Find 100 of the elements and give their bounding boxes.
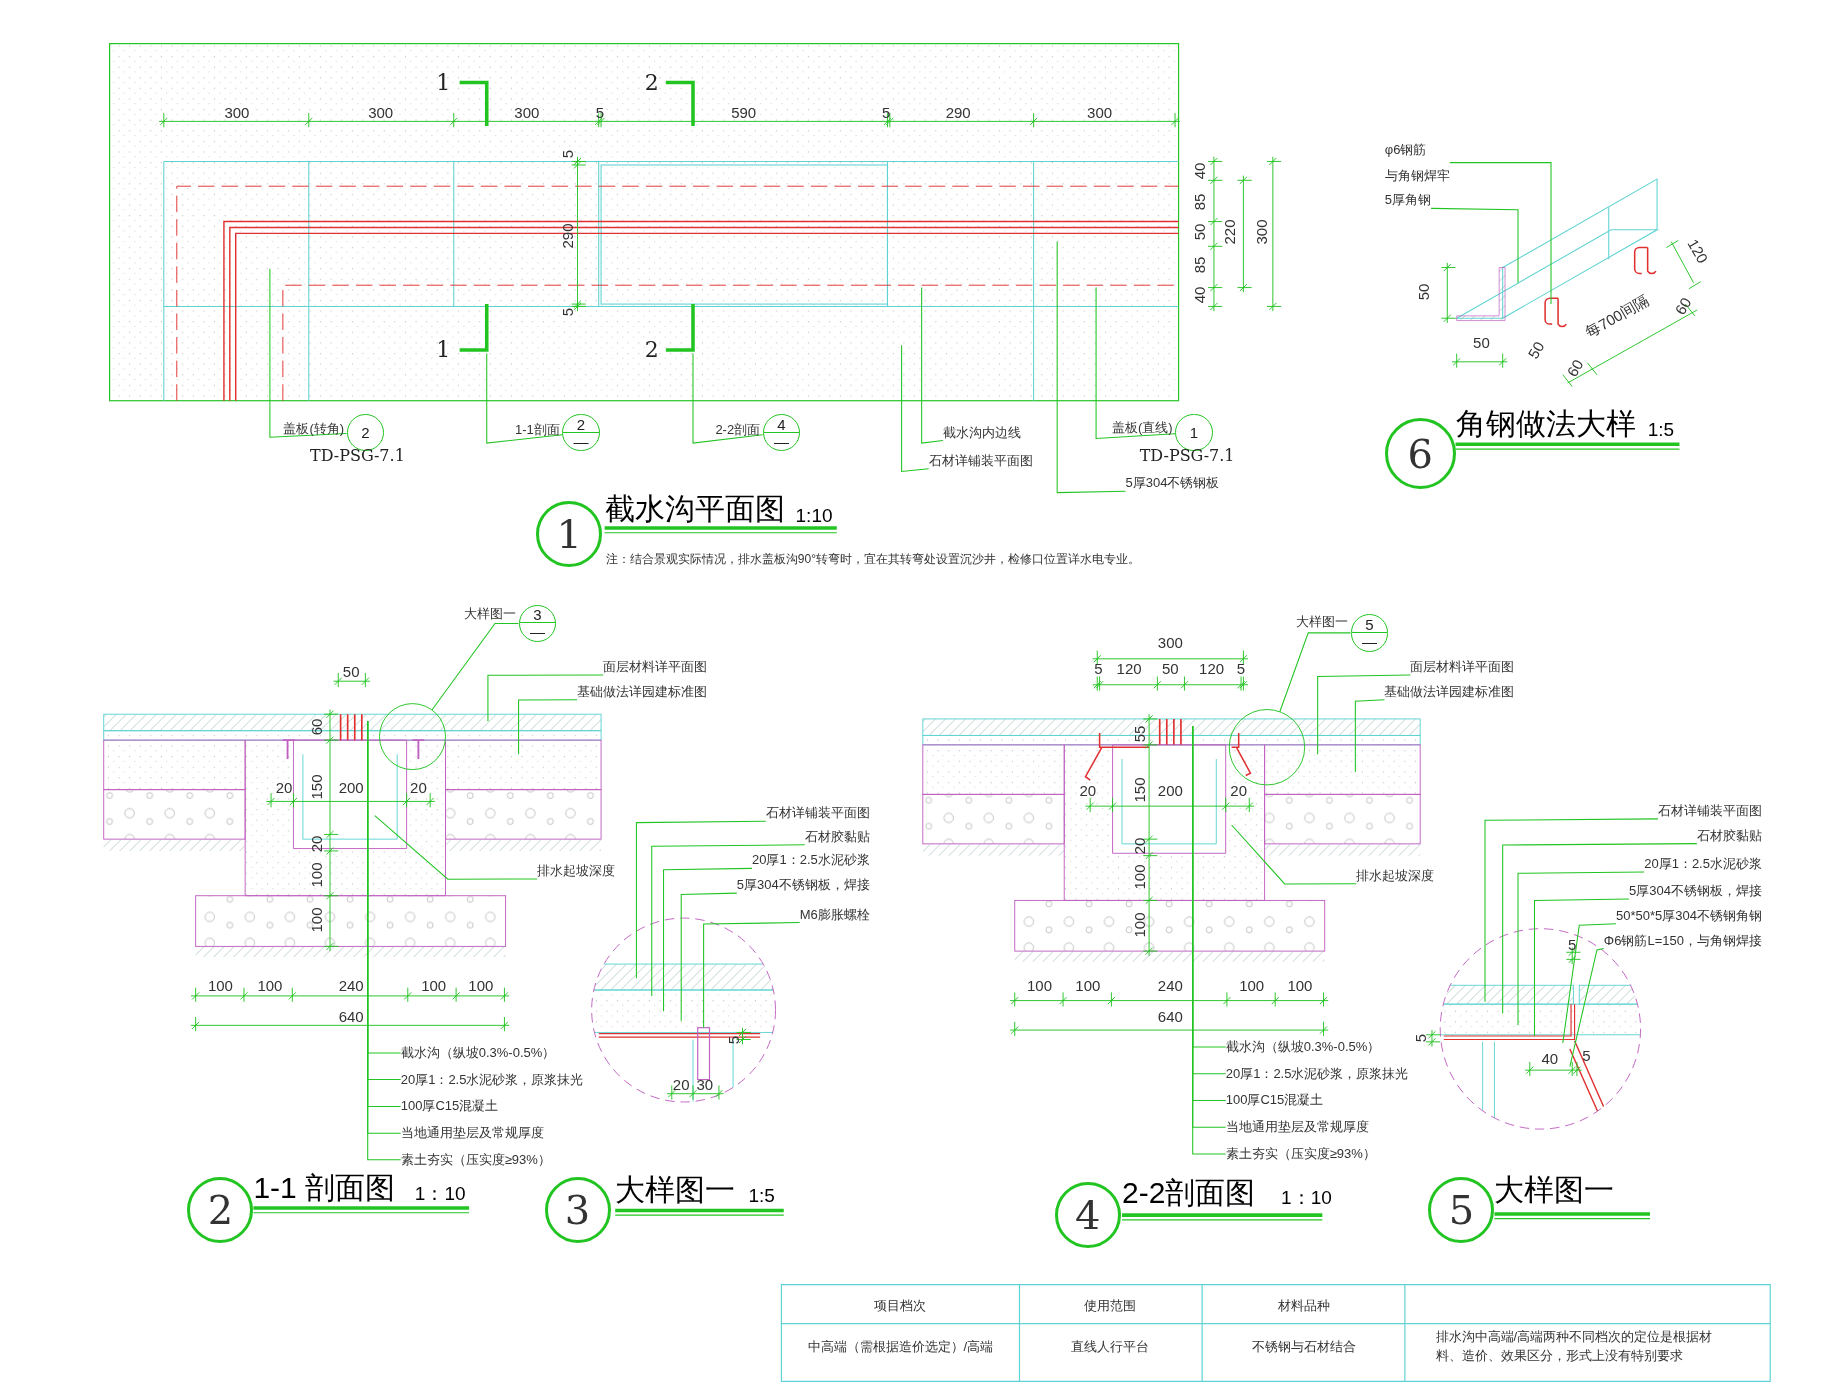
leader-line xyxy=(1562,923,1617,1044)
dimension-text: 5 xyxy=(1582,1047,1591,1063)
leader-line xyxy=(1317,674,1411,755)
leader-line xyxy=(1056,241,1127,494)
dimension-text: 290 xyxy=(945,104,971,120)
dimension-text: 100 xyxy=(421,977,447,993)
scale-text: 1:10 xyxy=(795,505,833,525)
dimension-text: 5 xyxy=(1236,660,1246,676)
leader-note: 截水沟（纵坡0.3%-0.5%） xyxy=(1225,1038,1381,1055)
table-text: 材料品种 xyxy=(1277,1298,1330,1312)
leader-note: 当地通用垫层及常规厚度 xyxy=(400,1125,544,1142)
leader-line xyxy=(651,844,806,997)
dimension-text: 300 xyxy=(1087,104,1113,120)
dimension-text: 20 xyxy=(275,779,293,795)
detail-callout-circle xyxy=(379,703,446,771)
leader-note: 石材胶黏贴 xyxy=(804,828,870,845)
reference-label: 2-2剖面 xyxy=(715,422,761,436)
dimension-text: 20 xyxy=(308,835,324,853)
leader-line xyxy=(487,674,604,722)
leader-note: 5厚304不锈钢板，焊接 xyxy=(736,877,870,894)
dimension-text: 20 xyxy=(1079,782,1097,798)
leader-line xyxy=(635,820,767,979)
dimension-text: 50 xyxy=(1473,334,1490,350)
scale-text: 1:5 xyxy=(748,1185,775,1205)
dimension-text: 640 xyxy=(338,1008,364,1024)
dimension-text: 100 xyxy=(308,862,324,887)
dimension-text: 5 xyxy=(1412,1034,1428,1043)
leader-note: 100厚C15混凝土 xyxy=(400,1098,499,1115)
leader-line xyxy=(680,892,738,1022)
leader-line xyxy=(1449,162,1552,305)
leader-note: 50*50*5厚304不锈钢角钢 xyxy=(1616,907,1762,924)
dimension-text: 20 xyxy=(1230,782,1247,798)
dimension-text: 300 xyxy=(368,104,394,120)
dimension-text: 20 xyxy=(410,779,427,795)
view-title: 角钢做法大样 xyxy=(1455,409,1636,440)
view-title: 2-2剖面图 xyxy=(1122,1177,1256,1208)
dimension-text: 60 xyxy=(308,718,324,736)
dimension-text: 100 xyxy=(257,977,283,993)
dimension-text: 240 xyxy=(338,977,364,993)
dimension-text: 每700间隔 xyxy=(1582,291,1652,340)
leader-note: 石材胶黏贴 xyxy=(1696,827,1762,844)
leader-line xyxy=(1430,207,1519,284)
leader-note: 素土夯实（压实度≥93%） xyxy=(400,1151,551,1168)
leader-note: 石材详铺装平面图 xyxy=(928,452,1033,469)
table-text: 直线人行平台 xyxy=(1071,1339,1150,1353)
leader-note: 20厚1：2.5水泥砂浆 xyxy=(1644,855,1762,872)
scale-text: 1:5 xyxy=(1647,419,1675,439)
leader-note: 基础做法详园建标准图 xyxy=(577,683,708,700)
dimension-text: 150 xyxy=(1131,777,1146,803)
table-text: 排水沟中高端/高端两种不同档次的定位是根据材料、造价、效果区分，形式上没有特别要求 xyxy=(1435,1327,1714,1365)
dimension-text: 220 xyxy=(1221,219,1237,245)
leader-note: 面层材料详平面图 xyxy=(1410,659,1515,676)
leader-note: 面层材料详平面图 xyxy=(603,659,708,676)
dimension-text: 20 xyxy=(1131,837,1146,855)
leader-line xyxy=(431,622,520,711)
section-number: 1 xyxy=(436,339,451,362)
leader-note: 20厚1：2.5水泥砂浆 xyxy=(752,852,870,869)
dimension-text: 5 xyxy=(1568,936,1577,952)
leader-note: 5厚304不锈钢板，焊接 xyxy=(1629,883,1762,899)
leader-line xyxy=(1095,287,1176,439)
leader-note: 排水起坡深度 xyxy=(1356,867,1435,884)
leader-note: 排水起坡深度 xyxy=(537,862,616,879)
dimension-text: 150 xyxy=(308,774,324,800)
leader-line xyxy=(1484,818,1659,1003)
leader-line xyxy=(663,867,753,1012)
dimension-text: 100 xyxy=(308,907,324,933)
leader-note: 5厚304不锈钢板 xyxy=(1125,475,1220,492)
trench-section-drawing xyxy=(922,709,1421,962)
leader-line xyxy=(1517,871,1645,1026)
dimension-text: 40 xyxy=(1191,286,1207,303)
view-title: 大样图一 xyxy=(1494,1175,1615,1206)
dimension-text: 200 xyxy=(338,779,364,795)
dimension-text: 590 xyxy=(731,104,757,120)
dimension-text: 60 xyxy=(1672,295,1694,318)
leader-line xyxy=(374,815,538,880)
dimension-text: 40 xyxy=(1541,1050,1559,1066)
dimension-text: 300 xyxy=(514,104,540,120)
reference-label: 盖板(转角) xyxy=(283,421,345,435)
reference-label: 大样图一 xyxy=(464,606,517,620)
leader-line xyxy=(703,922,801,1029)
leader-note: 20厚1：2.5水泥砂浆，原浆抹光 xyxy=(1225,1065,1409,1082)
leader-note: 基础做法详园建标准图 xyxy=(1384,683,1515,700)
table-text: 中高端（需根据造价选定）/高端 xyxy=(807,1339,994,1353)
dimension-text: 85 xyxy=(1191,193,1207,210)
leader-note: 100厚C15混凝土 xyxy=(1225,1092,1324,1109)
scale-text: 1：10 xyxy=(414,1183,466,1203)
reference-label: 1-1剖面 xyxy=(515,422,560,436)
scale-text: 1：10 xyxy=(1281,1187,1332,1207)
table-text: 项目档次 xyxy=(874,1298,927,1312)
leader-line xyxy=(1502,843,1698,1015)
leader-note: 5厚角钢 xyxy=(1384,192,1432,209)
leader-line xyxy=(1569,948,1605,1068)
detail-callout-circle xyxy=(1228,709,1306,786)
dimension-text: 100 xyxy=(1075,977,1101,993)
dimension-text: 290 xyxy=(559,223,575,249)
leader-line xyxy=(518,699,578,755)
reference-bubble: 2 — xyxy=(562,413,600,452)
dimension-text: 5 xyxy=(1094,660,1103,676)
dimension-text: 100 xyxy=(1027,977,1052,993)
dimension-text: 120 xyxy=(1685,236,1712,266)
